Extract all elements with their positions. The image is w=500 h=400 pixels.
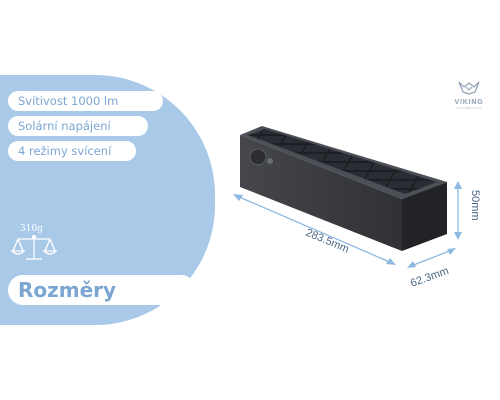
scale-icon	[10, 234, 58, 260]
solar-light-device	[240, 126, 447, 251]
brand-logo: VIKING TECHNOLOGY	[443, 80, 495, 110]
feature-pill-brightness: Svítivost 1000 lm	[8, 91, 163, 111]
brand-name: VIKING	[454, 99, 484, 106]
viking-logo-icon	[458, 81, 480, 95]
light-sensor-icon	[267, 158, 273, 164]
device-front-face	[240, 135, 402, 251]
weight-label: 310g	[20, 224, 43, 234]
length-arrow	[236, 195, 393, 264]
solar-panel-strip	[248, 129, 437, 194]
length-label: 283.5mm	[304, 227, 351, 256]
feature-pill-modes: 4 režimy svícení	[8, 141, 136, 161]
device-side-face	[402, 182, 447, 251]
dimensions-title: Rozměry	[8, 275, 196, 305]
feature-pill-solar: Solární napájení	[8, 116, 148, 136]
depth-arrow	[410, 249, 453, 267]
motion-sensor-icon	[249, 148, 267, 166]
height-label: 50mm	[469, 190, 481, 221]
brand-tagline: TECHNOLOGY	[456, 106, 482, 110]
depth-label: 62.3mm	[409, 265, 450, 290]
dimension-arrows	[233, 181, 462, 268]
